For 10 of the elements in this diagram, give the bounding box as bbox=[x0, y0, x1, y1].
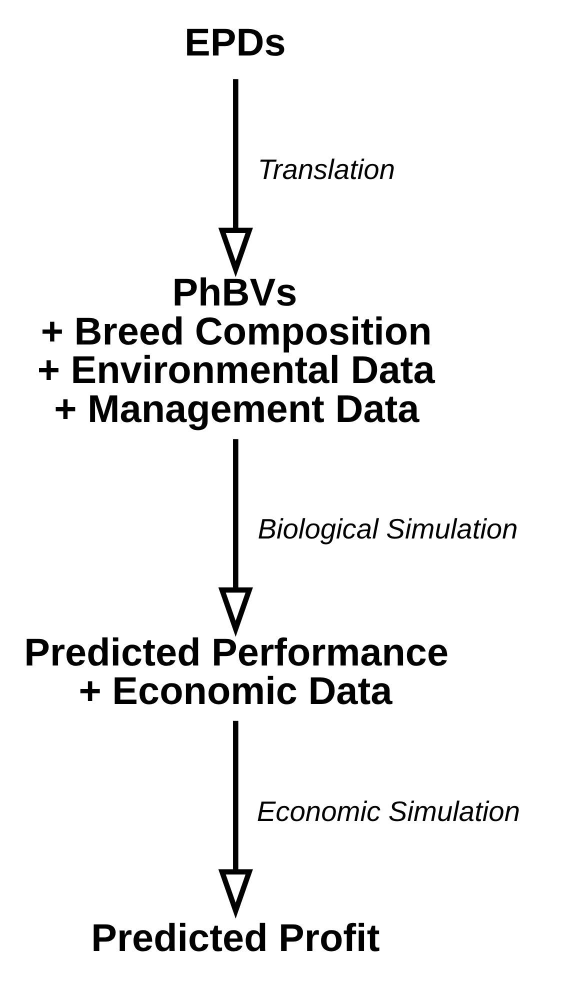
arrow bbox=[218, 79, 252, 278]
edge-label: Biological Simulation bbox=[257, 512, 518, 545]
node-text: PhBVs + Breed Composition + Environmental Data + Management Data bbox=[36, 272, 434, 432]
arrow bbox=[218, 439, 252, 637]
edge-label: Translation bbox=[257, 153, 395, 186]
node-text: Predicted Performance + Economic Data bbox=[24, 631, 448, 714]
edge-label: Economic Simulation bbox=[256, 794, 520, 827]
node-text: Predicted Profit bbox=[90, 916, 380, 960]
node-text: EPDs bbox=[184, 21, 286, 64]
arrow bbox=[218, 720, 252, 919]
